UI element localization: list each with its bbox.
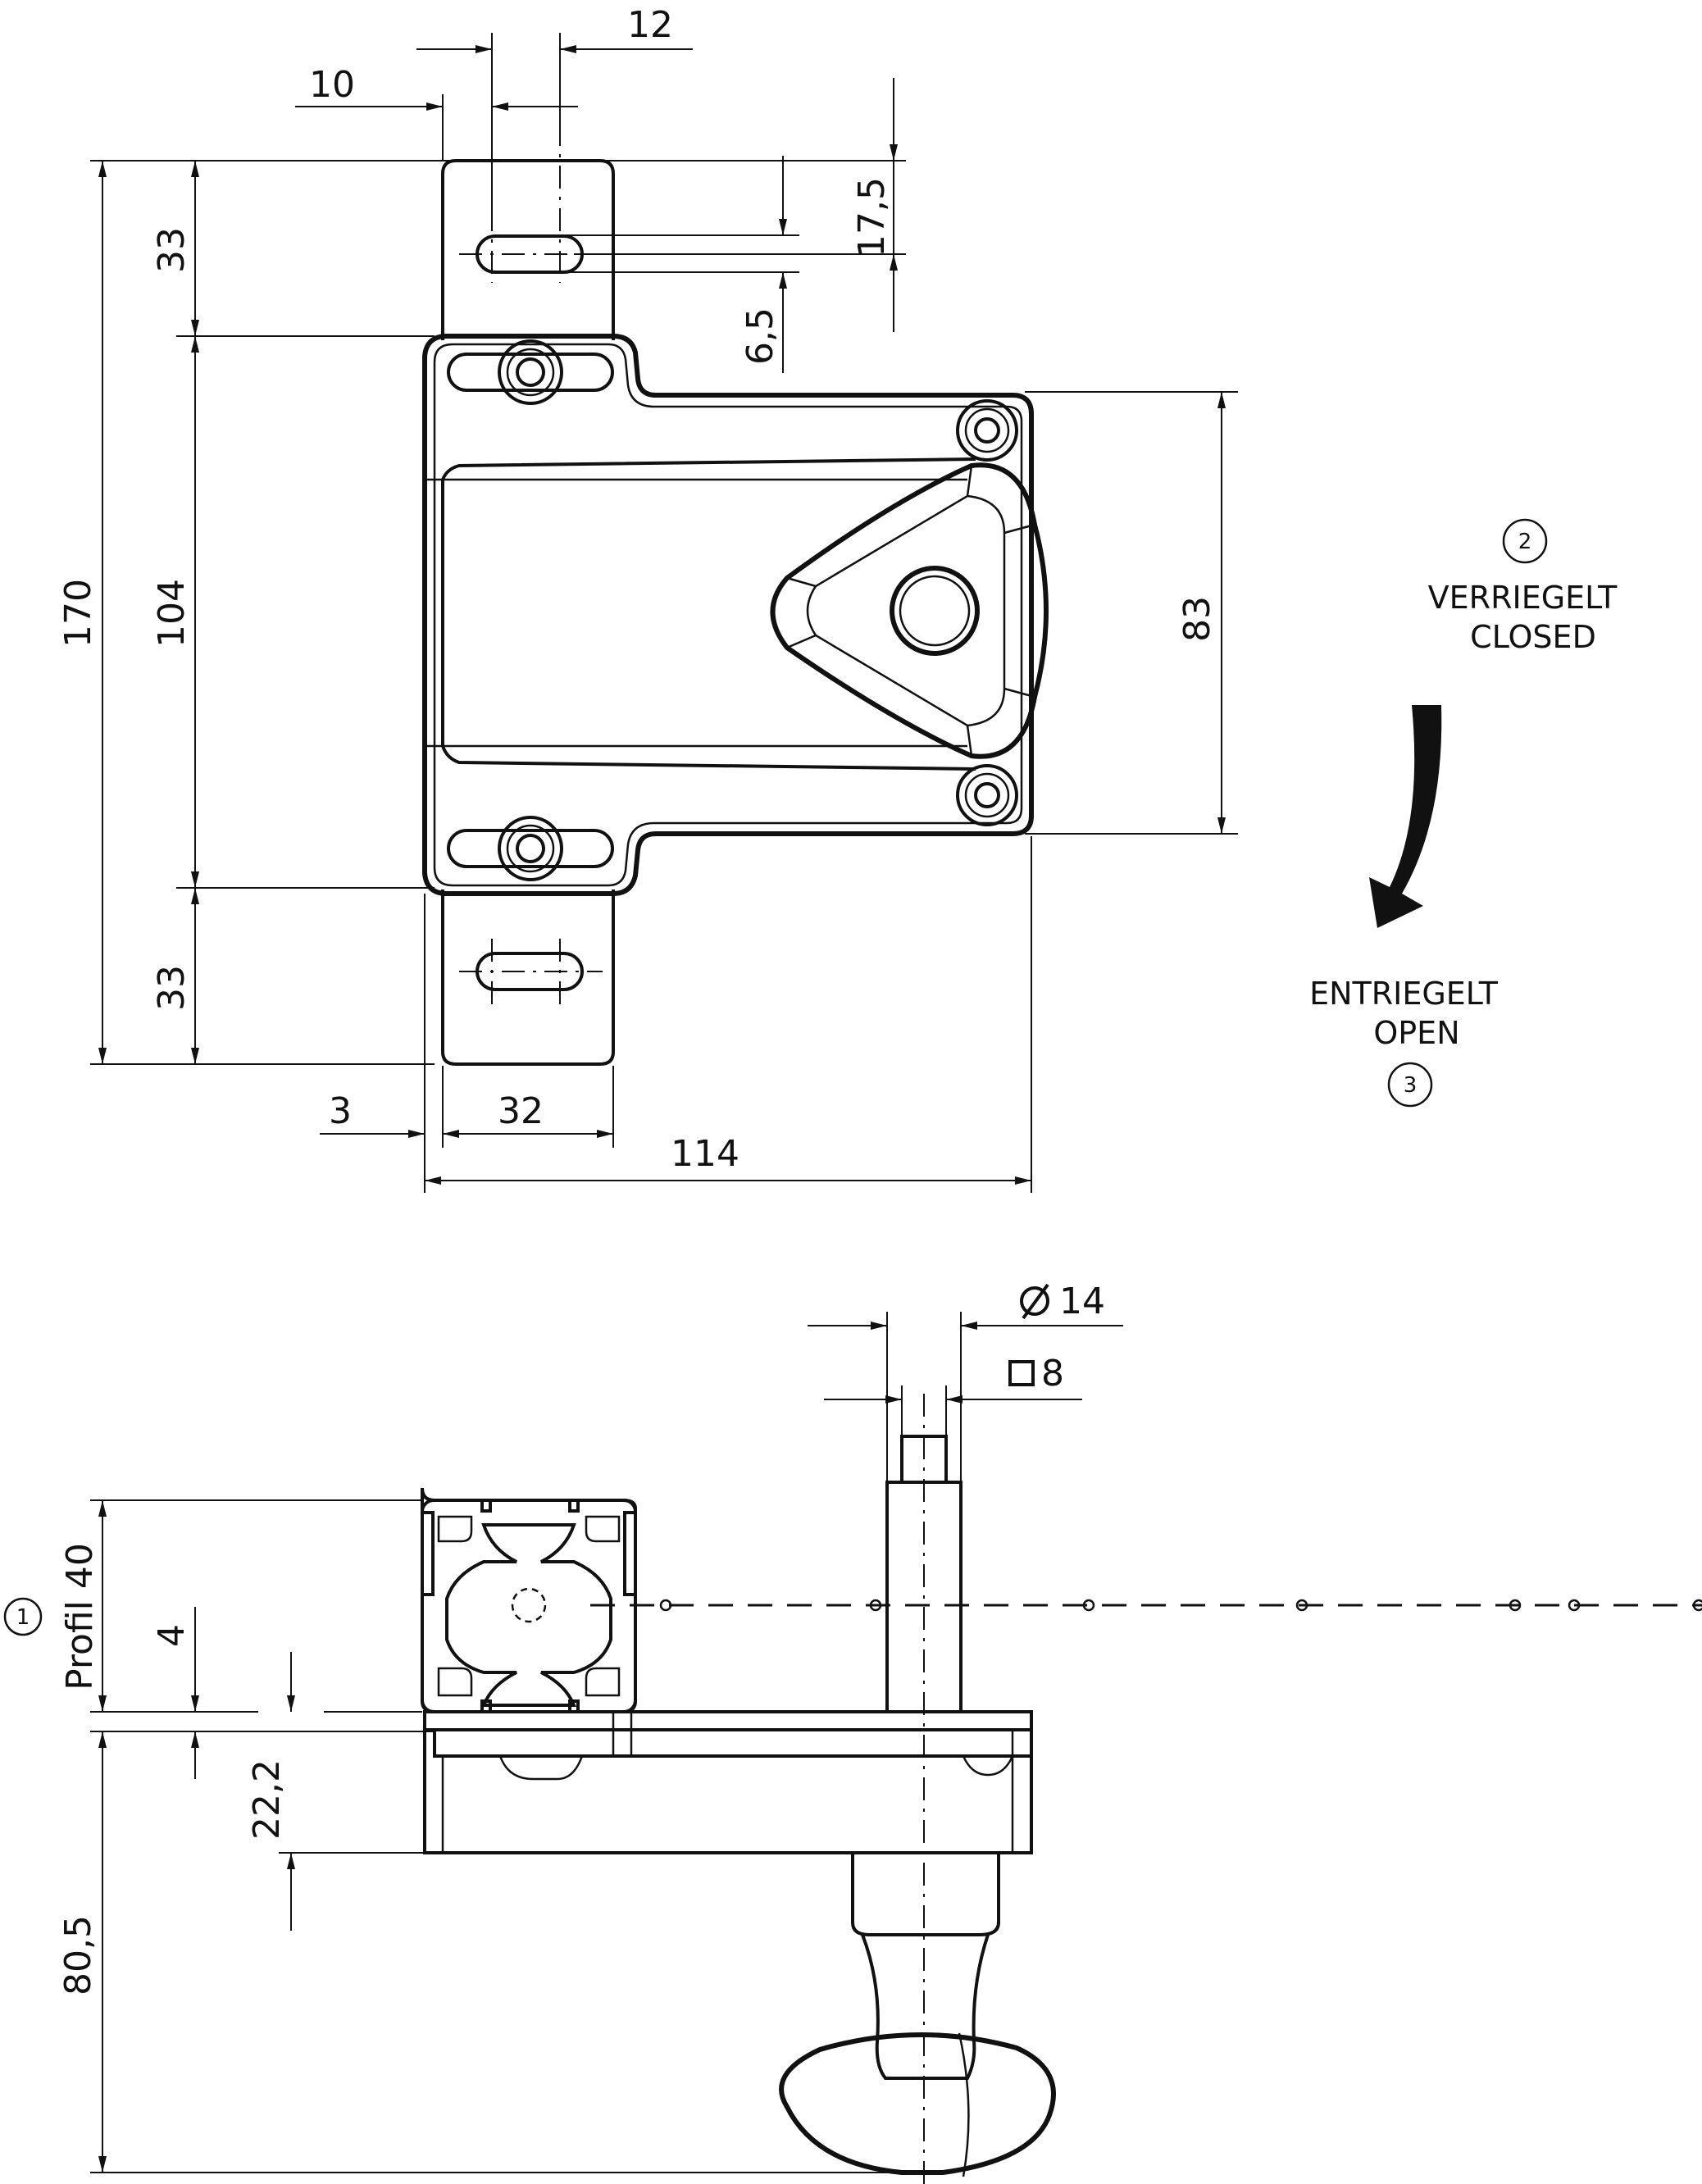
housing-outline: [422, 334, 1034, 896]
dim-3: 3: [329, 1090, 352, 1132]
knob-inner-triangle: [806, 494, 1006, 727]
screw-icon: [956, 399, 1018, 462]
aluminium-profile-icon: [421, 1487, 637, 1713]
dim-square-8: 8: [1041, 1353, 1064, 1395]
dim-6-5: 6,5: [740, 307, 781, 365]
knob-hub-icon: [890, 566, 980, 656]
knob-edges: [786, 465, 1035, 757]
state-open-label-en: OPEN: [1373, 1015, 1459, 1051]
dim-104: 104: [151, 579, 193, 648]
state-open-number: 3: [1404, 1073, 1418, 1098]
state-open: ENTRIEGELT OPEN 3: [1309, 976, 1499, 1108]
dim-33-top: 33: [151, 227, 193, 273]
housing-inner-outline: [433, 343, 1023, 887]
cover-band: [441, 457, 976, 771]
dim-32: 32: [498, 1090, 544, 1132]
side-view: 14 8 1 Profil 40 4 22,2 80,5: [3, 1281, 1702, 2184]
dim-diameter-14: 14: [1059, 1281, 1105, 1322]
plate-bottom-tab: [441, 890, 615, 1066]
dim-17-5: 17,5: [851, 177, 893, 257]
dim-4: 4: [151, 1624, 193, 1647]
knob-hub-inner: [899, 575, 971, 647]
upper-screw-slot: [447, 353, 614, 392]
profile-callout: 1: [3, 1597, 43, 1636]
dim-10: 10: [309, 64, 355, 106]
state-closed-number: 2: [1518, 530, 1532, 554]
profile-bore: [511, 1587, 547, 1623]
screw-icon: [956, 764, 1018, 826]
base-plate: [423, 1710, 1033, 1731]
base-plate-lower: [433, 1728, 1033, 1758]
knob-triangle-icon: [770, 462, 1049, 759]
screw-icon: [498, 339, 563, 405]
dim-170: 170: [57, 579, 99, 648]
dim-12: 12: [627, 4, 673, 46]
state-closed: 2 VERRIEGELT CLOSED: [1428, 518, 1618, 655]
handle-grip-icon: [779, 2032, 1056, 2175]
state-closed-label-en: CLOSED: [1470, 619, 1596, 655]
lower-screw-slot: [447, 829, 614, 868]
profile-number: 1: [16, 1605, 30, 1630]
dim-80-5: 80,5: [57, 1915, 99, 1995]
diameter-symbol-icon: [1020, 1283, 1049, 1320]
top-view: 12 10 170 33 104 33 17,5 6,5: [57, 4, 1238, 1193]
profile-core: [445, 1523, 612, 1707]
dim-33-bottom: 33: [151, 965, 193, 1011]
dim-83: 83: [1176, 596, 1218, 642]
cover-band-inner: [426, 478, 967, 748]
square-symbol-icon: [1008, 1360, 1035, 1386]
dim-114: 114: [671, 1133, 740, 1175]
hub: [851, 1853, 1000, 1936]
screw-icon: [498, 816, 563, 881]
state-open-label-de: ENTRIEGELT: [1309, 976, 1499, 1012]
dim-22-2: 22,2: [246, 1759, 288, 1840]
plate-top-tab: [441, 159, 615, 340]
profile-label: Profil 40: [59, 1543, 101, 1690]
rotation-arrow-icon: [1369, 705, 1442, 928]
state-closed-label-de: VERRIEGELT: [1428, 580, 1618, 616]
handle-neck: [861, 1934, 990, 2080]
